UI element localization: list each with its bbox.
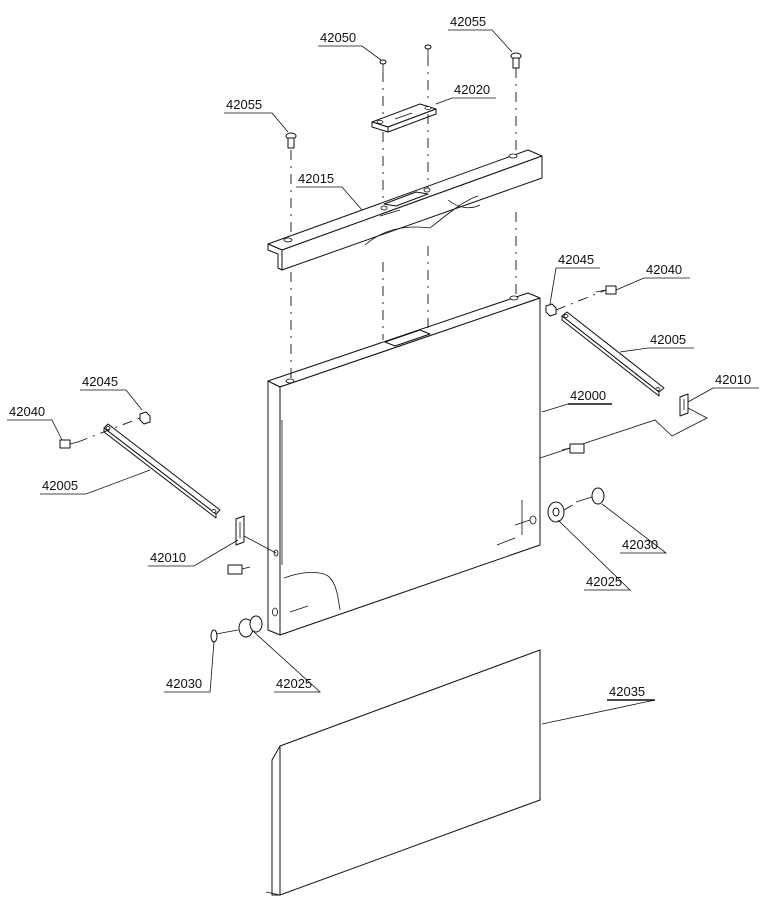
- catch-42020: [371, 103, 437, 133]
- left-bushing-42025: [238, 615, 263, 638]
- label-42050: 42050: [320, 30, 356, 45]
- label-42020: 42020: [454, 82, 490, 97]
- left-hinge-arm-42005: [103, 423, 221, 519]
- left-mid-screw: [227, 564, 251, 575]
- screw-42050-left: [379, 59, 387, 72]
- label-42045-left: 42045: [82, 374, 118, 389]
- label-42025-left: 42025: [276, 676, 312, 691]
- label-42045-right: 42045: [558, 252, 594, 267]
- bottom-panel-42035: [265, 649, 541, 896]
- right-mid-screw: [561, 443, 585, 454]
- label-42055-right: 42055: [450, 14, 486, 29]
- label-42005-right: 42005: [650, 332, 686, 347]
- label-42010-left: 42010: [150, 550, 186, 565]
- label-42030-left: 42030: [166, 676, 202, 691]
- label-42000: 42000: [570, 388, 606, 403]
- label-42040-right: 42040: [646, 262, 682, 277]
- left-nut-42045: [139, 411, 151, 425]
- right-screw-42030: [575, 487, 605, 505]
- right-bracket-42010: [679, 393, 689, 417]
- leader-lines: [7, 29, 759, 725]
- label-42040-left: 42040: [9, 404, 45, 419]
- top-rail-42015: [267, 149, 543, 271]
- screw-42055-top-right: [510, 52, 522, 69]
- label-42030-right: 42030: [622, 537, 658, 552]
- right-hinge-arm-42005: [561, 311, 665, 397]
- right-nut-42045: [545, 303, 557, 317]
- assembly-centerlines: [290, 56, 517, 378]
- label-42005-left: 42005: [42, 478, 78, 493]
- main-door-panel-42000: [267, 292, 541, 636]
- label-42010-right: 42010: [715, 372, 751, 387]
- left-screw-42040: [59, 439, 79, 449]
- label-42015: 42015: [298, 171, 334, 186]
- screw-42050-right: [424, 44, 432, 56]
- label-42055-left: 42055: [226, 97, 262, 112]
- label-42035: 42035: [609, 684, 645, 699]
- right-bushing-42025: [547, 501, 565, 523]
- label-42025-right: 42025: [586, 574, 622, 589]
- screw-42055-top-left: [285, 132, 297, 149]
- part-labels: 42055 42050 42055 42020 42015 42045 4204…: [9, 14, 751, 699]
- left-screw-42030: [210, 629, 239, 643]
- left-bracket-42010: [235, 515, 245, 546]
